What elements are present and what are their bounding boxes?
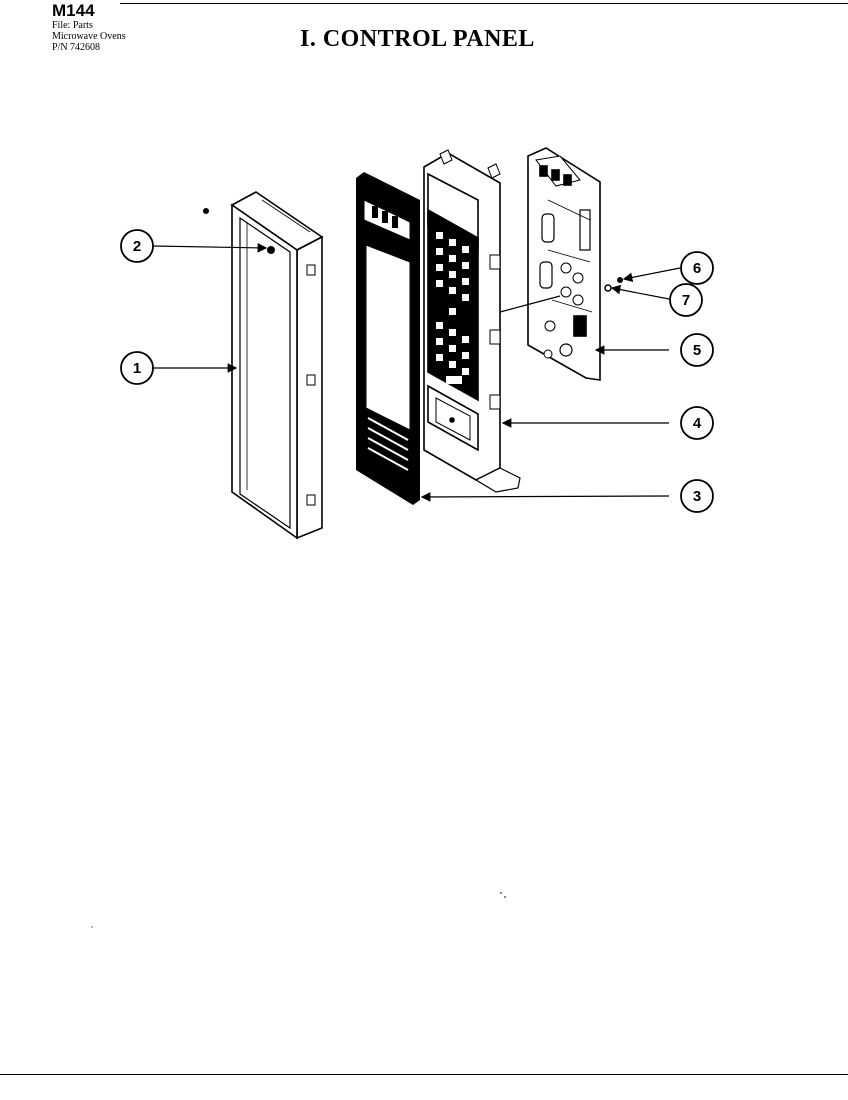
- callout-6-label: 6: [693, 260, 701, 277]
- callout-3: 3: [680, 479, 714, 513]
- callout-1: 1: [120, 351, 154, 385]
- part-circuit-board: [527, 147, 601, 381]
- scan-marks: [91, 892, 506, 928]
- top-rule: [120, 3, 848, 4]
- callout-6: 6: [680, 251, 714, 285]
- callout-1-label: 1: [133, 360, 141, 377]
- document-header: M144 File: Parts Microwave Ovens P/N 742…: [52, 1, 126, 54]
- file-line: File: Parts: [52, 20, 93, 31]
- callout-4-label: 4: [693, 415, 702, 432]
- part-frame: [230, 191, 324, 540]
- bottom-rule: [0, 1074, 848, 1075]
- category-line: Microwave Ovens: [52, 31, 126, 42]
- part-overlay-panel: [356, 172, 420, 505]
- callout-5: 5: [680, 333, 714, 367]
- part-keypad-panel: [423, 149, 521, 493]
- model-number: M144: [52, 1, 95, 20]
- part-number-line: P/N 742608: [52, 42, 101, 53]
- callout-5-label: 5: [693, 342, 701, 359]
- callout-7: 7: [669, 283, 703, 317]
- callout-3-label: 3: [693, 488, 701, 505]
- part-screw: [203, 208, 275, 254]
- callout-2-label: 2: [133, 238, 141, 255]
- leader-lines: [152, 243, 681, 502]
- callout-4: 4: [680, 406, 714, 440]
- callout-7-label: 7: [682, 292, 690, 309]
- callout-2: 2: [120, 229, 154, 263]
- page-title: I. CONTROL PANEL: [300, 26, 535, 52]
